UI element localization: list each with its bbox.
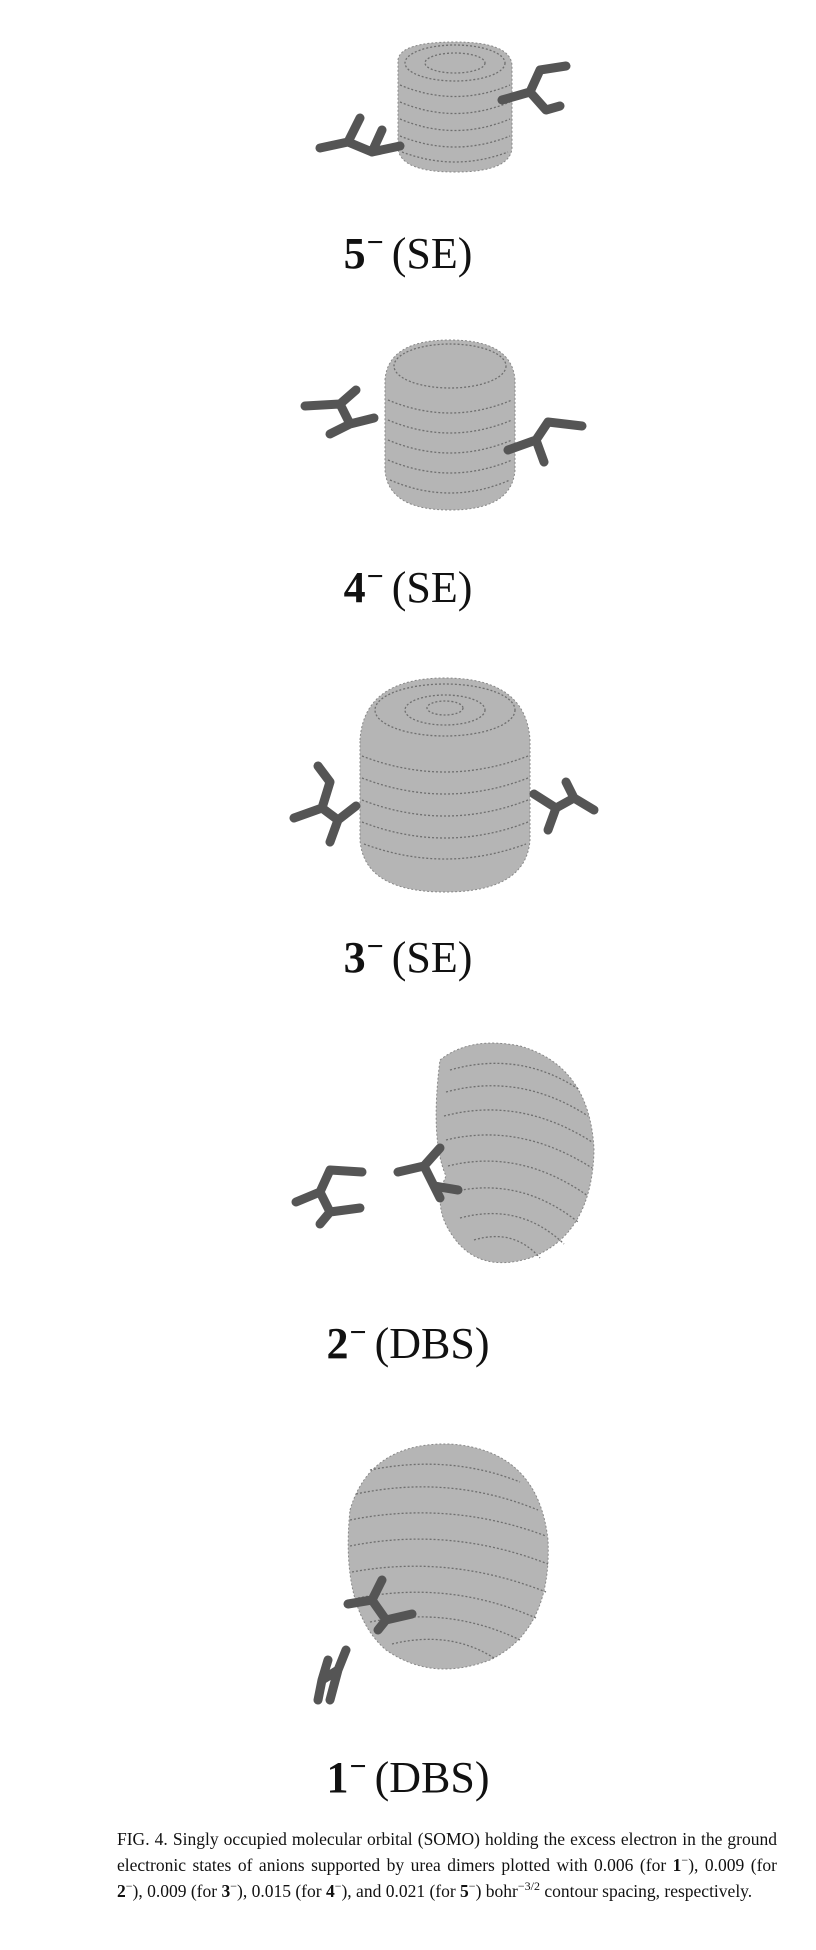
panel-label-2: 2−(DBS) [326,1316,490,1368]
caption-fig-label: FIG. 4. [117,1829,168,1849]
figure-panel-2: 2−(DBS) [0,1030,816,1375]
panel-label-1: 1−(DBS) [326,1750,490,1802]
orbital-image-3 [289,677,599,893]
figure-caption: FIG. 4. Singly occupied molecular orbita… [117,1829,778,1901]
figure-panel-3: 3−(SE) [0,670,816,980]
orbital-image-1 [313,1443,549,1705]
figure-panel-1: 1−(DBS) [0,1430,816,1810]
figure-panel-4: 4−(SE) [0,330,816,610]
orbital-image-2 [291,1042,595,1264]
orbital-image-4 [300,339,587,511]
orbital-image-5 [315,41,571,173]
panel-label-5: 5−(SE) [343,226,473,278]
panel-label-3: 3−(SE) [343,930,473,982]
panel-label-4: 4−(SE) [343,560,473,612]
figure-panel-5: 5−(SE) [0,30,816,280]
